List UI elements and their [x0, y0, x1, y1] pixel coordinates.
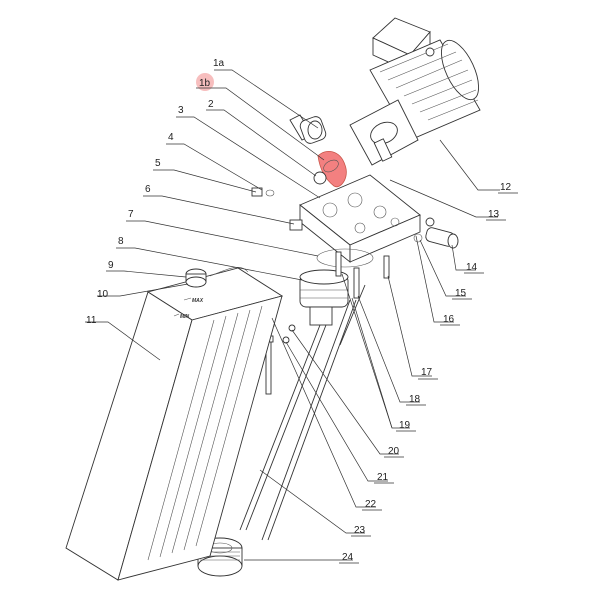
fittings: [251, 171, 459, 249]
label-13: 13: [488, 209, 500, 220]
label-1b-highlight: [196, 73, 214, 91]
label-23: 23: [354, 525, 366, 536]
label-17: 17: [421, 367, 433, 378]
label-19: 19: [399, 420, 411, 431]
label-16: 16: [443, 314, 455, 325]
part-labels: 1a 1b 2 3 4 5 6 7 8 9 10 11 12 13 14 15 …: [86, 58, 512, 563]
solenoid-1a: [289, 114, 327, 144]
motor: [349, 17, 481, 166]
label-9: 9: [108, 260, 114, 271]
label-21: 21: [377, 472, 389, 483]
label-14: 14: [466, 262, 478, 273]
label-15: 15: [455, 288, 467, 299]
label-24: 24: [342, 552, 354, 563]
label-6: 6: [145, 184, 151, 195]
label-8: 8: [118, 236, 124, 247]
tank-min-marking: MIN: [180, 314, 190, 320]
label-1b: 1b: [199, 78, 211, 89]
label-4: 4: [168, 132, 174, 143]
pump-manifold: [299, 174, 421, 263]
label-12: 12: [500, 182, 512, 193]
tank-max-marking: MAX: [192, 298, 204, 304]
label-underlines: [339, 192, 518, 564]
label-2: 2: [208, 99, 214, 110]
label-5: 5: [155, 158, 161, 169]
label-22: 22: [365, 499, 377, 510]
label-7: 7: [128, 209, 134, 220]
label-11: 11: [86, 315, 97, 326]
oil-tank: MAX MIN: [65, 266, 284, 581]
label-10: 10: [97, 289, 109, 300]
label-20: 20: [388, 446, 400, 457]
leader-lines: [85, 69, 500, 561]
label-3: 3: [178, 105, 184, 116]
label-18: 18: [409, 394, 421, 405]
label-1a: 1a: [213, 58, 225, 69]
